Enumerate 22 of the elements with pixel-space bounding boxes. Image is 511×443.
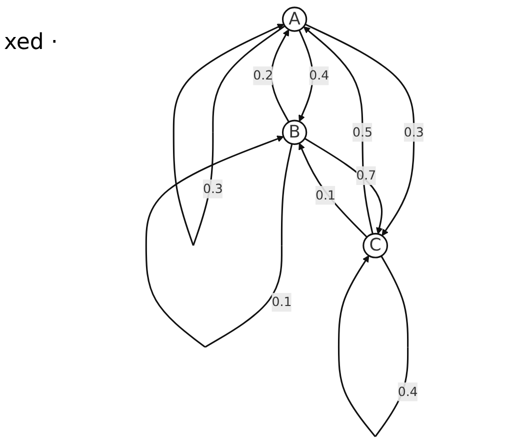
arrow: [145, 136, 293, 348]
edge-label: 0.3: [404, 124, 424, 140]
node-circle: C: [362, 232, 388, 258]
edge-label: 0.4: [398, 384, 418, 399]
arrow: [172, 24, 286, 246]
edge-label: 0.4: [309, 68, 330, 83]
node-circle: A: [282, 6, 308, 32]
edge-label: 0.3: [202, 181, 223, 196]
note-text: xed ·: [4, 30, 58, 55]
arrow: [298, 142, 368, 238]
arrow: [304, 138, 383, 234]
arrow: [304, 24, 415, 236]
edge-label: 0.5: [352, 124, 372, 140]
arrow: [338, 255, 409, 438]
edge-label: 0.1: [315, 187, 336, 202]
edge-label: 0.7: [356, 168, 376, 183]
arrow: [303, 26, 374, 234]
edge-label: 0.2: [253, 68, 274, 83]
arrow: [270, 29, 290, 122]
edge-label: 0.1: [272, 294, 292, 310]
arrow: [298, 30, 314, 122]
node-circle: B: [282, 120, 308, 145]
